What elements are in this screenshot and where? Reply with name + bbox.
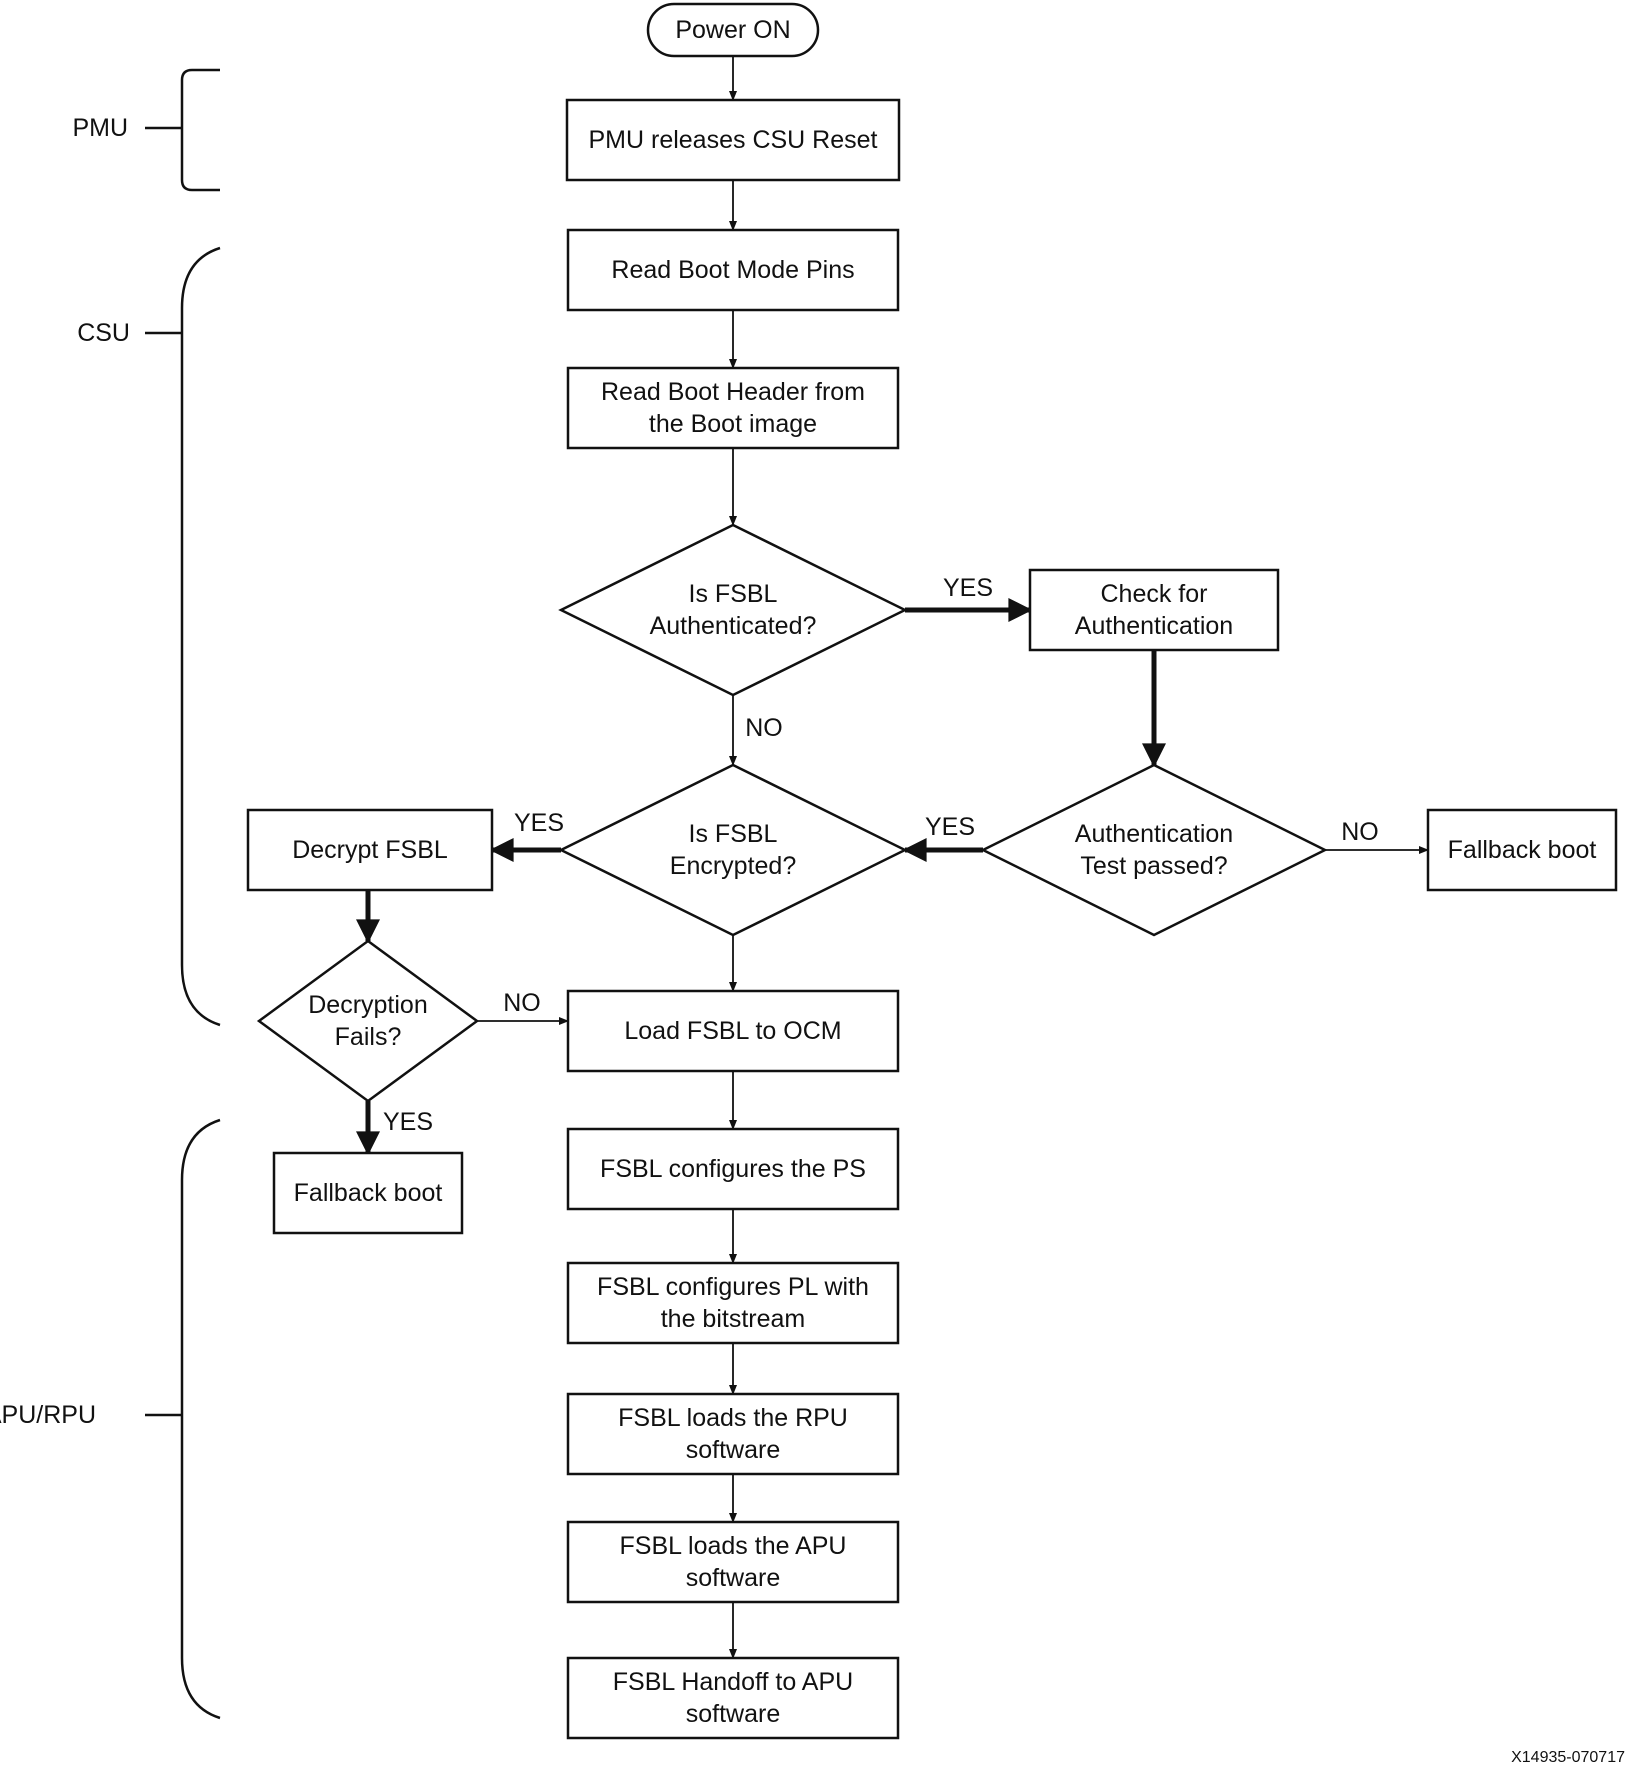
process-box	[565, 98, 901, 182]
node-label: FSBL configures PL with	[597, 1273, 869, 1301]
decision-diamond	[558, 523, 908, 697]
node-decrypt: Decrypt FSBL	[246, 808, 494, 892]
node-label: software	[686, 1564, 780, 1592]
node-label: PMU releases CSU Reset	[589, 126, 878, 154]
edge-label: NO	[503, 989, 541, 1017]
edge-label: YES	[514, 809, 564, 837]
edge-decrypt-fails-to-fallback-left: YES	[356, 1101, 433, 1156]
node-label: Is FSBL	[689, 820, 778, 848]
node-label: FSBL configures the PS	[600, 1155, 866, 1183]
edge-label: YES	[925, 813, 975, 841]
node-label: Check for	[1101, 580, 1208, 608]
decision-diamond	[558, 763, 908, 937]
node-label: FSBL loads the APU	[620, 1532, 847, 1560]
process-box	[1028, 568, 1280, 652]
stage-apurpu: APU/RPU	[0, 1118, 221, 1720]
node-label: Fails?	[335, 1023, 402, 1051]
process-box	[566, 989, 900, 1073]
process-box	[566, 1261, 900, 1345]
process-box	[566, 1656, 900, 1740]
node-label: Read Boot Mode Pins	[611, 256, 854, 284]
terminal-shape	[646, 2, 820, 58]
edge-label: YES	[943, 574, 993, 602]
node-label: Encrypted?	[670, 852, 796, 880]
stage-label: APU/RPU	[0, 1401, 96, 1429]
node-label: the bitstream	[661, 1305, 806, 1333]
node-label: FSBL Handoff to APU	[613, 1668, 853, 1696]
edge-is-enc-to-decrypt: YES	[489, 809, 564, 862]
stage-pmu: PMU	[72, 68, 220, 192]
node-label: Is FSBL	[689, 580, 778, 608]
node-is-auth: Is FSBL Authenticated?	[558, 523, 908, 697]
node-label: Power ON	[675, 16, 790, 44]
decision-diamond	[256, 939, 480, 1103]
edge-auth-passed-to-is-enc: YES	[902, 813, 983, 862]
node-label: Authentication	[1075, 820, 1233, 848]
node-label: Authentication	[1075, 612, 1233, 640]
node-label: Authenticated?	[650, 612, 817, 640]
node-cfg-ps: FSBL configures the PS	[566, 1127, 900, 1211]
node-label: Load FSBL to OCM	[624, 1017, 841, 1045]
node-label: software	[686, 1436, 780, 1464]
flow-edges: YES NO YES NO YES NO YES	[356, 56, 1429, 1659]
node-label: Decrypt FSBL	[292, 836, 448, 864]
node-label: Read Boot Header from	[601, 378, 865, 406]
edge-decrypt-fails-to-load-ocm: NO	[477, 989, 569, 1025]
edge-label: NO	[745, 714, 783, 742]
node-power-on: Power ON	[646, 2, 820, 58]
stage-braces: PMU CSU APU/RPU	[0, 68, 221, 1720]
stage-brace	[180, 68, 220, 192]
process-box	[566, 228, 900, 312]
edge-auth-passed-to-fallback-right: NO	[1325, 818, 1429, 854]
node-fallback-left: Fallback boot	[272, 1151, 464, 1235]
node-load-apu: FSBL loads the APU software	[566, 1520, 900, 1604]
edge-label: NO	[1341, 818, 1379, 846]
edge-label: YES	[383, 1108, 433, 1136]
process-box	[566, 1392, 900, 1476]
process-box	[1426, 808, 1618, 892]
node-handoff: FSBL Handoff to APU software	[566, 1656, 900, 1740]
decision-diamond	[980, 763, 1328, 937]
figure-id: X14935-070717	[1511, 1749, 1625, 1766]
node-read-header: Read Boot Header from the Boot image	[566, 366, 900, 450]
process-box	[566, 1127, 900, 1211]
node-pmu-release: PMU releases CSU Reset	[565, 98, 901, 182]
node-label: the Boot image	[649, 410, 817, 438]
stage-brace	[180, 246, 221, 1027]
stage-csu: CSU	[77, 246, 221, 1027]
process-box	[272, 1151, 464, 1235]
node-label: Decryption	[308, 991, 428, 1019]
node-label: Fallback boot	[294, 1179, 443, 1207]
node-read-pins: Read Boot Mode Pins	[566, 228, 900, 312]
node-label: software	[686, 1700, 780, 1728]
node-load-ocm: Load FSBL to OCM	[566, 989, 900, 1073]
stage-brace	[180, 1118, 221, 1720]
node-is-enc: Is FSBL Encrypted?	[558, 763, 908, 937]
node-label: Test passed?	[1080, 852, 1227, 880]
process-box	[566, 1520, 900, 1604]
node-fallback-right: Fallback boot	[1426, 808, 1618, 892]
stage-label: CSU	[77, 319, 130, 347]
node-load-rpu: FSBL loads the RPU software	[566, 1392, 900, 1476]
process-box	[566, 366, 900, 450]
node-label: FSBL loads the RPU	[618, 1404, 848, 1432]
edge-is-auth-to-is-enc: NO	[729, 695, 783, 766]
edge-is-auth-to-check-auth: YES	[905, 574, 1033, 622]
stage-label: PMU	[72, 114, 128, 142]
node-cfg-pl: FSBL configures PL with the bitstream	[566, 1261, 900, 1345]
node-label: Fallback boot	[1448, 836, 1597, 864]
process-box	[246, 808, 494, 892]
